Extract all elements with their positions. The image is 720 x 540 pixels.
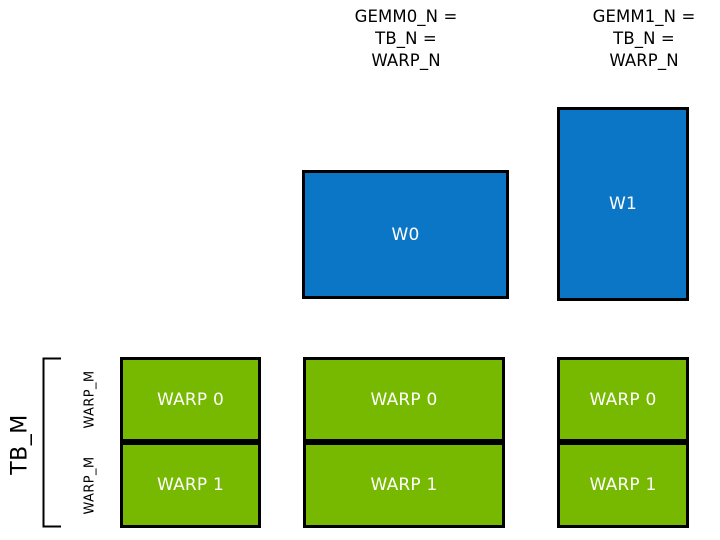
warp-cell-c-1: WARP 1 <box>557 442 689 528</box>
tb-m-brace-icon <box>42 357 61 528</box>
caption-gemm0: GEMM0_N = TB_N = WARP_N <box>354 7 458 70</box>
warp-m-label-upper: WARP_M <box>82 370 98 429</box>
warp-cell-b-0: WARP 0 <box>303 357 505 442</box>
warp-m-label-lower: WARP_M <box>82 456 98 515</box>
warp-cell-a-0: WARP 0 <box>120 357 261 442</box>
warp-tile-w0: W0 <box>302 170 509 299</box>
caption-gemm1: GEMM1_N = TB_N = WARP_N <box>592 7 696 70</box>
warp-cell-b-1: WARP 1 <box>303 442 505 528</box>
warp-cell-c-0: WARP 0 <box>557 357 689 442</box>
warp-cell-a-1: WARP 1 <box>120 442 261 528</box>
warp-tile-w1: W1 <box>557 107 689 301</box>
tb-m-label: TB_M <box>7 414 33 475</box>
